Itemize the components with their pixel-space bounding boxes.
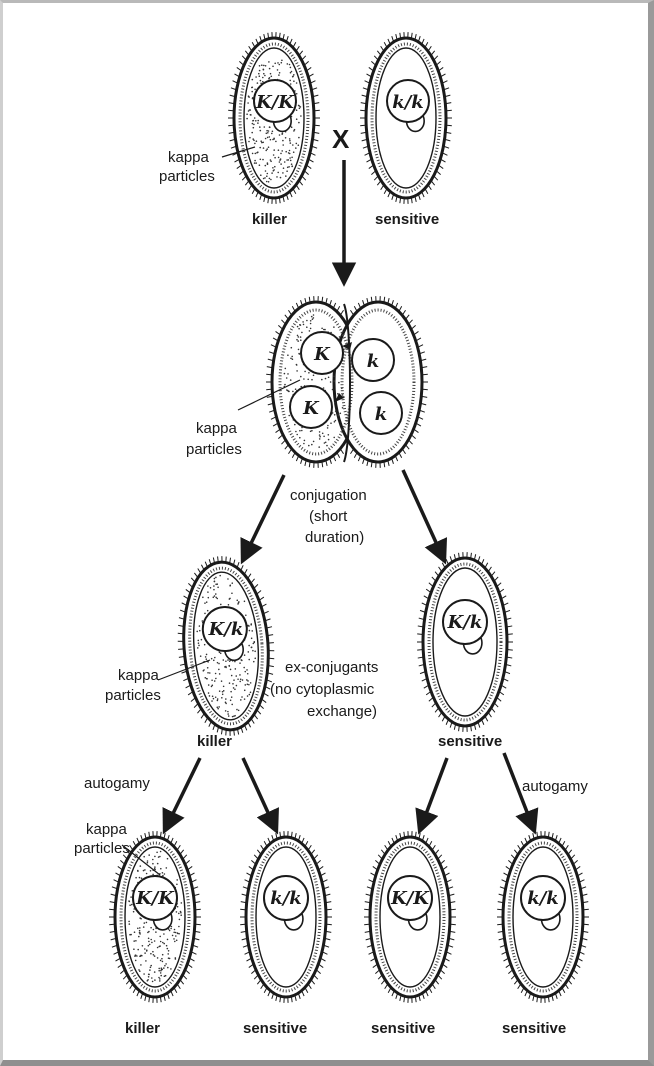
progeny-2-cell [240,831,332,1003]
arrow-pair-to-sensitive [403,470,444,560]
autogamy-label-left: autogamy [84,775,150,792]
cross-symbol: X [332,124,350,154]
genotype-progeny-3: K/K [390,888,430,909]
progeny-2-label: sensitive [243,1020,307,1037]
parent-sensitive-label: sensitive [375,211,439,228]
process-label-2: (short [309,508,348,525]
arrow-pair-to-killer [243,475,284,560]
autogamy-label-right: autogamy [522,778,588,795]
genotype-progeny-2: k/k [270,888,302,909]
kappa-label-pair-2: particles [186,441,242,458]
exconjugant-note-2: (no cytoplasmic [270,681,375,698]
nucleus-pair-3: K [302,398,320,419]
progeny-3-cell [364,831,456,1003]
conjugating-pair [266,296,428,468]
nucleus-pair-2: k [367,351,379,372]
exconjugant-note-1: ex-conjugants [285,659,378,676]
parent-killer-cell [228,32,320,204]
kappa-label-pair-1: kappa [196,420,238,437]
process-label-3: duration) [305,529,364,546]
arrow-killer-to-progeny2 [243,758,276,830]
kappa-label-exconj-2: particles [105,687,161,704]
arrow-killer-to-progeny1 [165,758,200,830]
genotype-exconjugant-killer: K/k [208,619,244,640]
parent-sensitive-cell [360,32,452,204]
genotype-parent-sensitive: k/k [392,92,424,113]
nucleus-pair-1: K [313,344,331,365]
kappa-label-progeny-1: kappa [86,821,128,838]
nucleus-pair-4: k [375,404,387,425]
kappa-label-parent-2: particles [159,168,215,185]
progeny-1-label: killer [125,1020,160,1037]
kappa-label-parent-1: kappa [168,149,210,166]
exconjugant-sensitive-cell [417,552,513,732]
genotype-parent-killer: K/K [255,92,295,113]
kappa-label-exconj-1: kappa [118,667,160,684]
leader-lines [122,147,300,875]
genotype-exconjugant-sensitive: K/k [447,612,483,633]
progeny-4-label: sensitive [502,1020,566,1037]
process-label-1: conjugation [290,487,367,504]
exconjugant-sensitive-label: sensitive [438,733,502,750]
arrow-sensitive-to-progeny3 [420,758,447,830]
exconjugant-note-3: exchange) [307,703,377,720]
parent-killer-label: killer [252,211,287,228]
genotype-progeny-4: k/k [527,888,559,909]
exconjugant-killer-cell [172,553,280,739]
progeny-4-cell [497,831,589,1003]
progeny-3-label: sensitive [371,1020,435,1037]
kappa-label-progeny-2: particles [74,840,130,857]
genotype-progeny-1: K/K [135,888,175,909]
exconjugant-killer-label: killer [197,733,232,750]
